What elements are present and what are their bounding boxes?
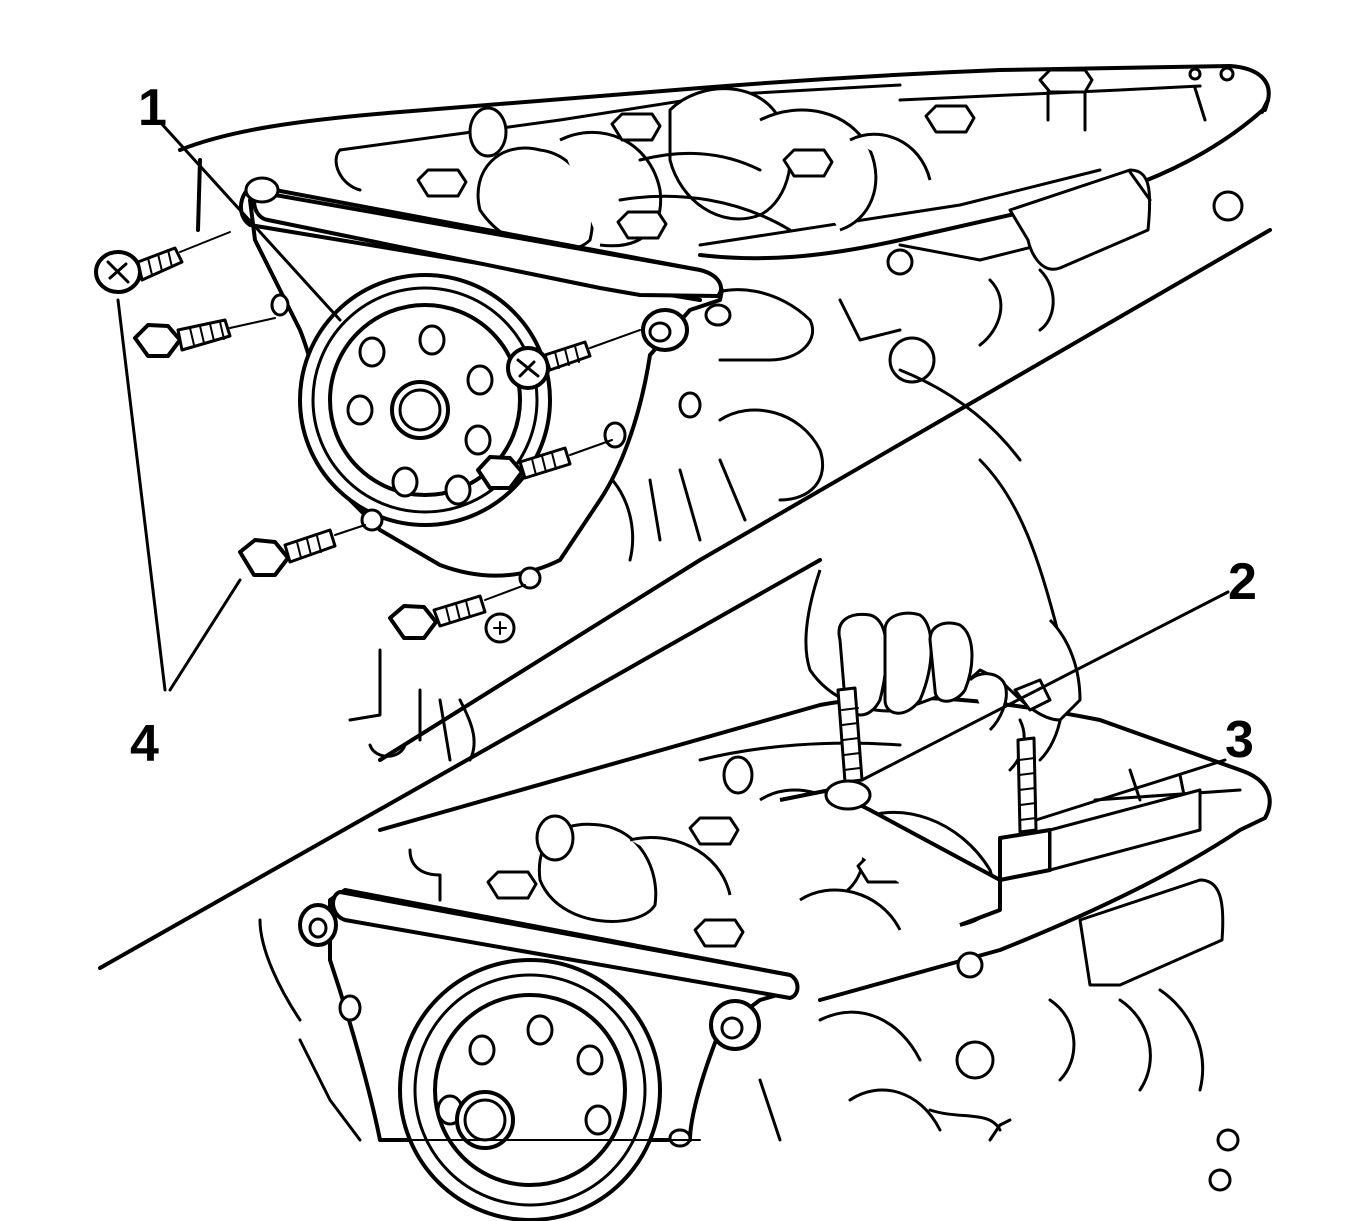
callout-2: 2 [1228,553,1257,611]
screw-icon [94,231,231,294]
hand-icon [804,368,1082,834]
callout-3: 3 [1225,711,1254,769]
callout-4: 4 [130,715,159,773]
rear-seal-housing-bottom [298,888,800,1221]
screw-icon [506,329,641,390]
bolt-icon [238,524,366,577]
rear-seal-housing-top [239,176,724,590]
bolt-icon [388,584,526,644]
callout-1: 1 [138,79,167,137]
leader-lines [116,120,1230,822]
bolt-icon [133,317,276,358]
engine-block-top [178,64,1272,762]
bolt-icon [476,439,613,490]
engine-block-bottom [98,558,1272,1192]
